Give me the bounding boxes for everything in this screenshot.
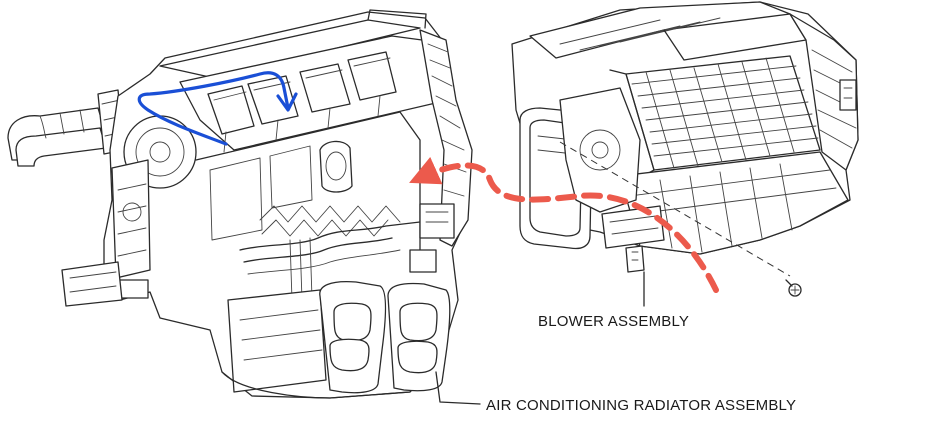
blower-mounting-screw [559,141,802,297]
radiator-pipes [7,89,125,167]
red-dashed-arrow [409,156,719,293]
air-conditioning-radiator-assembly-drawing [7,9,473,399]
radiator-duct-outlets [221,280,451,399]
blower-filter-grid [609,55,821,179]
blower-assembly-drawing [511,1,859,297]
air-conditioning-radiator-assembly-label: AIR CONDITIONING RADIATOR ASSEMBLY [486,397,796,414]
blower-assembly-label: BLOWER ASSEMBLY [538,313,689,330]
radiator-motor-area [61,115,197,307]
blower-motor-area [559,87,665,273]
radiator-assembly-leader [435,371,481,405]
radiator-front-face [195,111,455,301]
blue-airflow-annotation [137,71,298,146]
blower-right-side [789,13,859,171]
blower-lower-housing [619,151,849,255]
